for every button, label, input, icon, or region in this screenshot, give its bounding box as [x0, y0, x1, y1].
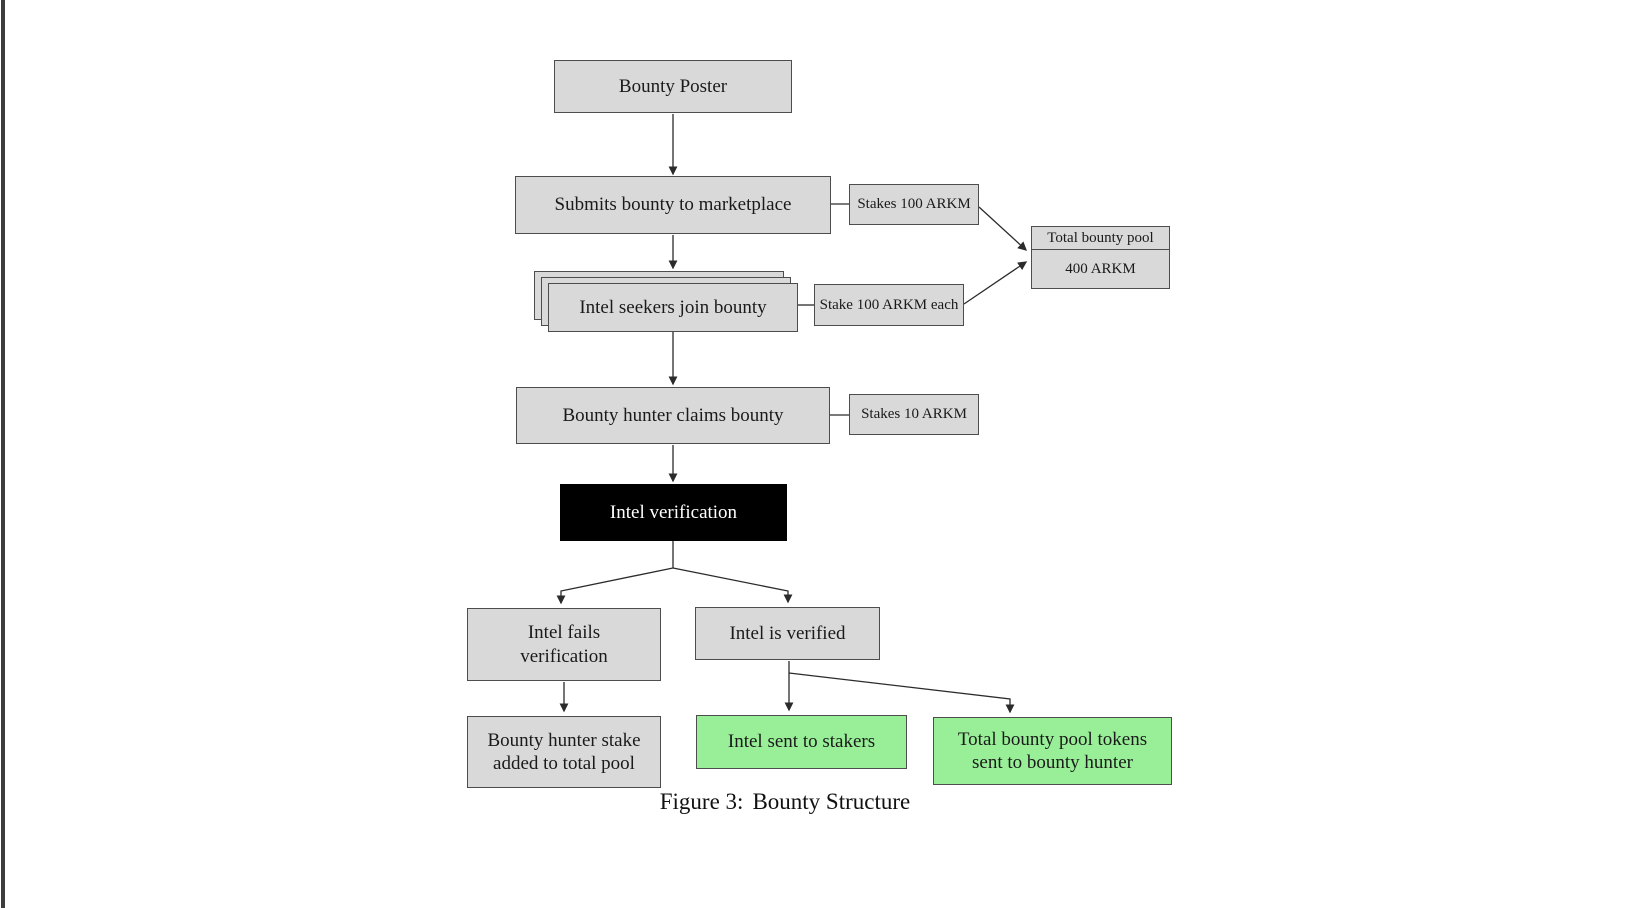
node-pool-tokens-sent: Total bounty pool tokens sent to bounty … — [933, 717, 1172, 785]
figure-caption: Figure 3: Bounty Structure — [533, 789, 1037, 815]
window-left-edge-bar — [1, 0, 5, 908]
node-intel-verification-label: Intel verification — [609, 501, 738, 523]
node-intel-seekers: Intel seekers join bounty — [548, 283, 798, 332]
node-hunter-stake-added: Bounty hunter stake added to total pool — [467, 716, 661, 788]
node-bounty-poster-label: Bounty Poster — [618, 75, 728, 97]
total-bounty-pool-title: Total bounty pool — [1032, 227, 1169, 250]
node-intel-fails: Intel fails verification — [467, 608, 661, 681]
node-intel-fails-label: Intel fails verification — [520, 622, 608, 667]
total-bounty-pool-value: 400 ARKM — [1065, 260, 1136, 277]
node-intel-verification: Intel verification — [560, 484, 787, 541]
node-intel-verified: Intel is verified — [695, 607, 880, 660]
node-hunter-claims-label: Bounty hunter claims bounty — [562, 404, 784, 426]
node-submits-bounty-label: Submits bounty to marketplace — [554, 194, 792, 216]
node-intel-sent-stakers: Intel sent to stakers — [696, 715, 907, 769]
edge-verification-to-fails — [556, 541, 674, 605]
node-pool-tokens-sent-label: Total bounty pool tokens sent to bounty … — [957, 728, 1148, 773]
node-bounty-poster: Bounty Poster — [554, 60, 792, 113]
edge-stakes100-to-pool — [978, 206, 1028, 251]
node-submits-bounty: Submits bounty to marketplace — [515, 176, 831, 234]
edge-verified-to-pooltokens — [788, 672, 1015, 714]
node-stakes-100-arkm-label: Stakes 100 ARKM — [857, 196, 971, 213]
figure-caption-title: Bounty Structure — [752, 789, 911, 814]
node-hunter-stake-added-label: Bounty hunter stake added to total pool — [487, 729, 641, 774]
edge-stake100each-to-pool — [963, 261, 1028, 305]
node-stake-100-arkm-each: Stake 100 ARKM each — [814, 284, 964, 326]
node-intel-verified-label: Intel is verified — [729, 622, 846, 644]
node-intel-seekers-label: Intel seekers join bounty — [579, 296, 767, 318]
node-stakes-10-arkm: Stakes 10 ARKM — [849, 394, 979, 435]
node-intel-sent-stakers-label: Intel sent to stakers — [727, 731, 876, 753]
node-stakes-100-arkm: Stakes 100 ARKM — [849, 184, 979, 225]
edge-verification-to-verified — [672, 567, 793, 604]
node-hunter-claims: Bounty hunter claims bounty — [516, 387, 830, 444]
node-stake-100-arkm-each-label: Stake 100 ARKM each — [819, 296, 959, 313]
node-total-bounty-pool: Total bounty pool 400 ARKM — [1031, 226, 1170, 289]
node-stakes-10-arkm-label: Stakes 10 ARKM — [861, 406, 967, 423]
figure-caption-label: Figure 3: — [659, 789, 744, 814]
